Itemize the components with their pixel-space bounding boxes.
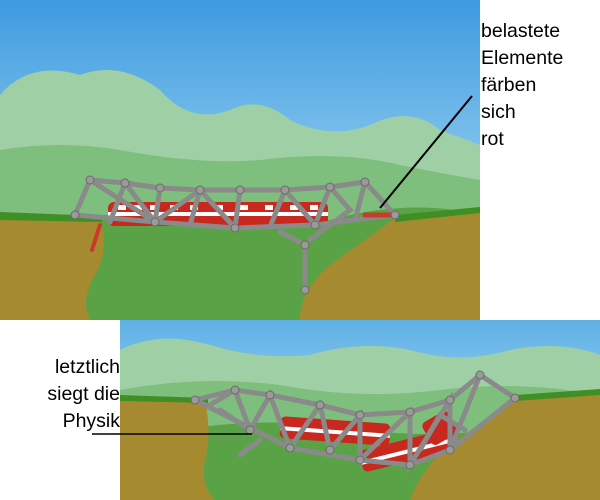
- truss-joints: [70, 175, 400, 295]
- scene-intact-svg: [0, 0, 480, 320]
- annotation-line: rot: [481, 128, 504, 150]
- game-scene-intact-bridge: [0, 0, 480, 320]
- left-cliff: [0, 215, 104, 320]
- scene-collapse-svg: [120, 320, 600, 500]
- right-cliff: [300, 210, 480, 320]
- stressed-beam: [90, 223, 102, 252]
- bridge-truss-icon: [72, 176, 398, 293]
- annotation-line: siegt die: [47, 383, 120, 405]
- annotation-line: sich: [481, 101, 516, 123]
- annotation-physics-wins: letztlich siegt die Physik: [20, 354, 120, 435]
- right-cliff-grass: [515, 389, 600, 401]
- annotation-line: Elemente: [481, 47, 564, 69]
- left-cliff-grass: [120, 395, 208, 403]
- annotation-line: färben: [481, 74, 537, 96]
- game-scene-collapsing-bridge: [120, 320, 600, 500]
- left-cliff: [120, 398, 215, 500]
- annotation-line: Physik: [62, 410, 120, 432]
- left-cliff-grass: [0, 212, 102, 222]
- annotation-stressed-elements: belastete Elemente färben sich rot: [481, 18, 599, 153]
- annotation-line: letztlich: [54, 356, 120, 378]
- annotation-line: belastete: [481, 20, 561, 42]
- right-cliff-grass: [395, 207, 480, 222]
- right-cliff: [410, 392, 600, 500]
